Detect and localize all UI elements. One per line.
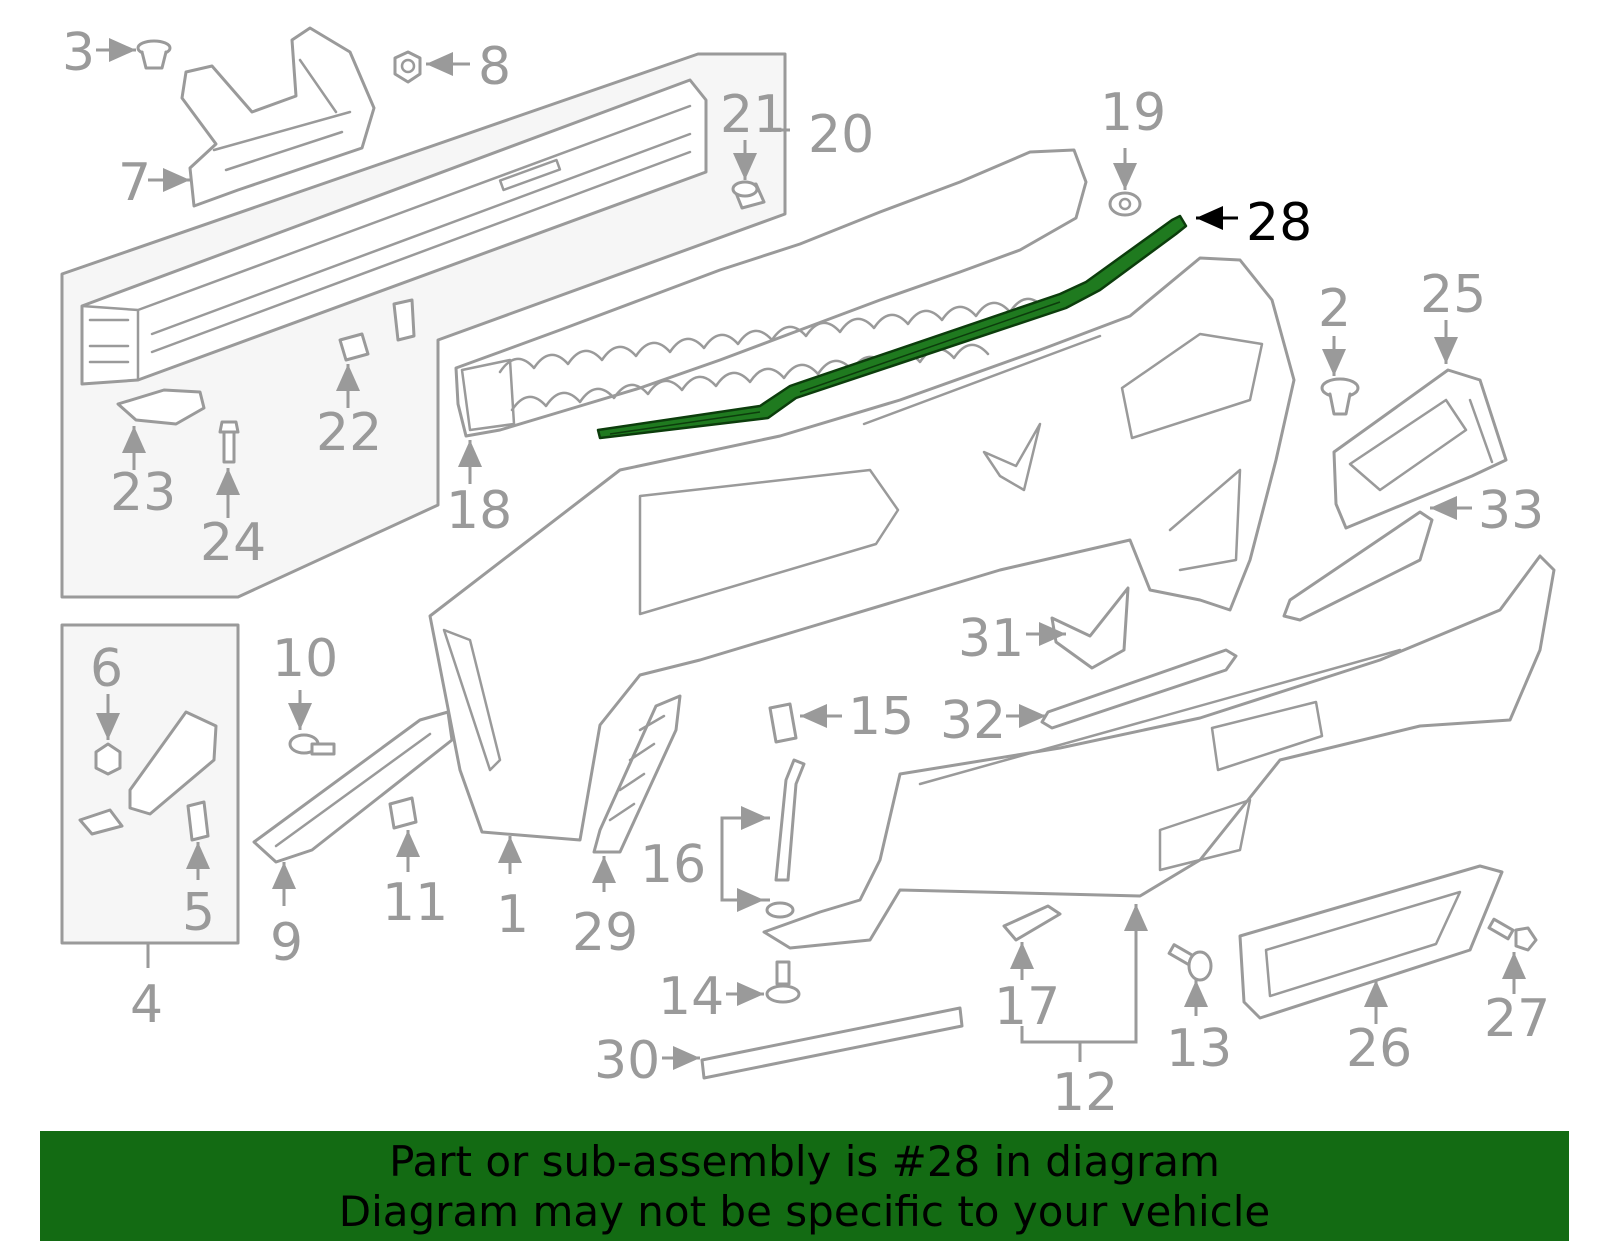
part-31-emblem (1050, 586, 1130, 670)
part-20-impact-bar (80, 78, 708, 386)
part-10-bolt (288, 733, 336, 756)
callout-22: 22 (316, 403, 382, 463)
callout-7: 7 (118, 153, 151, 213)
callout-12: 12 (1052, 1063, 1118, 1123)
part-5-clip (186, 800, 210, 842)
callout-20: 20 (808, 105, 874, 165)
part-24-bolt (218, 420, 240, 464)
callout-9: 9 (270, 913, 303, 973)
callout-31: 31 (958, 609, 1024, 669)
part-27-bolt (1487, 917, 1538, 952)
callout-27: 27 (1484, 989, 1550, 1049)
part-30-trim-strip (700, 1006, 964, 1080)
callout-6: 6 (90, 639, 123, 699)
callout-30: 30 (594, 1031, 660, 1091)
part-2-push-pin (1320, 377, 1360, 416)
banner-line-2: Diagram may not be specific to your vehi… (338, 1187, 1271, 1236)
callout-17: 17 (994, 977, 1060, 1037)
callout-19: 19 (1100, 83, 1166, 143)
part-23-bracket (116, 388, 206, 426)
callout-10: 10 (272, 629, 338, 689)
callout-13: 13 (1166, 1019, 1232, 1079)
part-19-push-nut (1108, 191, 1142, 217)
part-4-bracket (78, 710, 218, 836)
callout-24: 24 (200, 513, 266, 573)
callout-labels: 3 8 7 21 20 19 28 2 25 22 23 24 18 33 31… (62, 23, 1550, 1123)
callout-5: 5 (182, 883, 215, 943)
callout-2: 2 (1318, 279, 1351, 339)
part-8-nut (393, 50, 422, 84)
part-15-clip (768, 702, 798, 744)
part-21-spacer (731, 180, 766, 210)
callout-15: 15 (848, 687, 914, 747)
part-13-bolt (1167, 943, 1213, 982)
part-33-bracket (1282, 510, 1434, 622)
callout-4: 4 (130, 975, 163, 1035)
callout-14: 14 (658, 967, 724, 1027)
part-16-rod (774, 758, 806, 882)
part-22-clip (338, 298, 416, 362)
part-14-bolt (765, 960, 801, 1004)
callout-8: 8 (478, 37, 511, 97)
part-6-nut (94, 742, 122, 776)
part-17-bracket (1002, 904, 1062, 942)
part-29-grille (592, 694, 682, 854)
part-7-bracket (180, 26, 376, 208)
part-16-washer (765, 901, 795, 919)
info-banner: Part or sub-assembly is #28 in diagram D… (40, 1131, 1569, 1241)
part-26-reflex-lamp (1238, 864, 1504, 1020)
callout-33: 33 (1478, 481, 1544, 541)
part-3-push-pin (136, 39, 172, 70)
callout-16: 16 (640, 835, 706, 895)
callout-18: 18 (446, 481, 512, 541)
callout-21: 21 (720, 85, 786, 145)
callout-23: 23 (110, 463, 176, 523)
part-28-seal-strip (596, 214, 1188, 440)
callout-28: 28 (1246, 193, 1312, 253)
callout-25: 25 (1420, 265, 1486, 325)
callout-11: 11 (382, 873, 448, 933)
part-18-energy-absorber (454, 148, 1088, 438)
banner-line-1: Part or sub-assembly is #28 in diagram (389, 1137, 1220, 1186)
part-11-clip (388, 796, 418, 830)
leader-lines (96, 38, 1526, 1070)
callout-3: 3 (62, 23, 95, 83)
callout-1: 1 (496, 885, 529, 945)
callout-32: 32 (940, 691, 1006, 751)
callout-29: 29 (572, 903, 638, 963)
callout-26: 26 (1346, 1019, 1412, 1079)
part-12-lower-fascia (762, 554, 1556, 950)
